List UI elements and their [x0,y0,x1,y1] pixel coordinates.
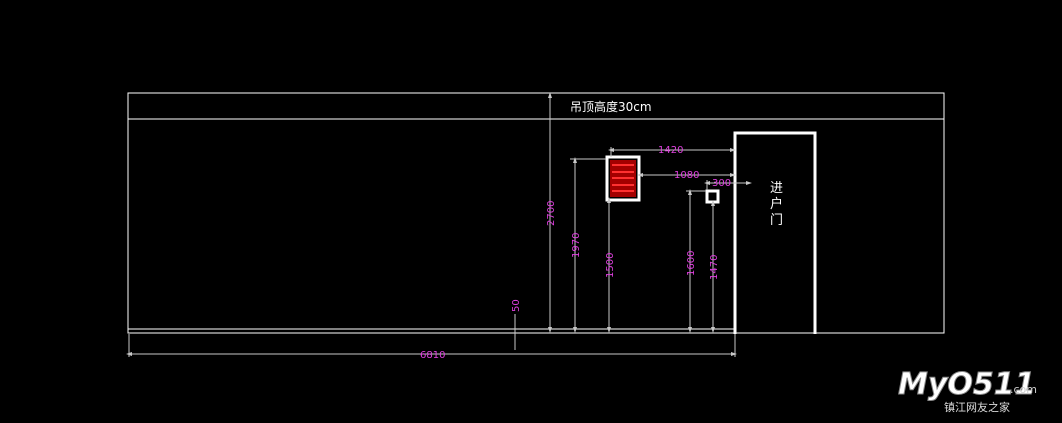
dim-300: 300 [712,178,731,189]
dim-1500: 1500 [605,253,616,278]
switch-box [705,189,720,204]
dim-1970: 1970 [571,233,582,258]
dim-6810: 6810 [420,350,445,361]
wall-elevation-frame [127,92,945,334]
dim-1470: 1470 [709,255,720,280]
door-label: 进 户 门 [770,181,783,228]
site-watermark-logo: MyO511 .com 镇江网友之家 [898,367,1037,415]
entry-door [733,131,817,334]
dimension-lines [126,92,752,357]
dim-1080: 1080 [674,170,699,181]
door-label-char-1: 进 [770,181,783,196]
door-label-char-3: 门 [770,213,783,228]
svg-text:镇江网友之家: 镇江网友之家 [944,400,1010,414]
distribution-box [605,155,641,202]
ceiling-height-label: 吊顶高度30cm [570,99,652,114]
dim-1600: 1600 [686,251,697,276]
svg-text:MyO511: MyO511 [898,367,1036,402]
dim-50: 50 [511,299,522,312]
dimension-labels: 1420 1080 300 2700 1970 1500 1600 1470 5… [420,145,731,361]
wall-outline [127,92,945,334]
door-label-char-2: 户 [770,196,783,212]
dim-2700: 2700 [546,201,557,226]
dim-1420: 1420 [658,145,683,156]
svg-text:.com: .com [1010,383,1037,396]
